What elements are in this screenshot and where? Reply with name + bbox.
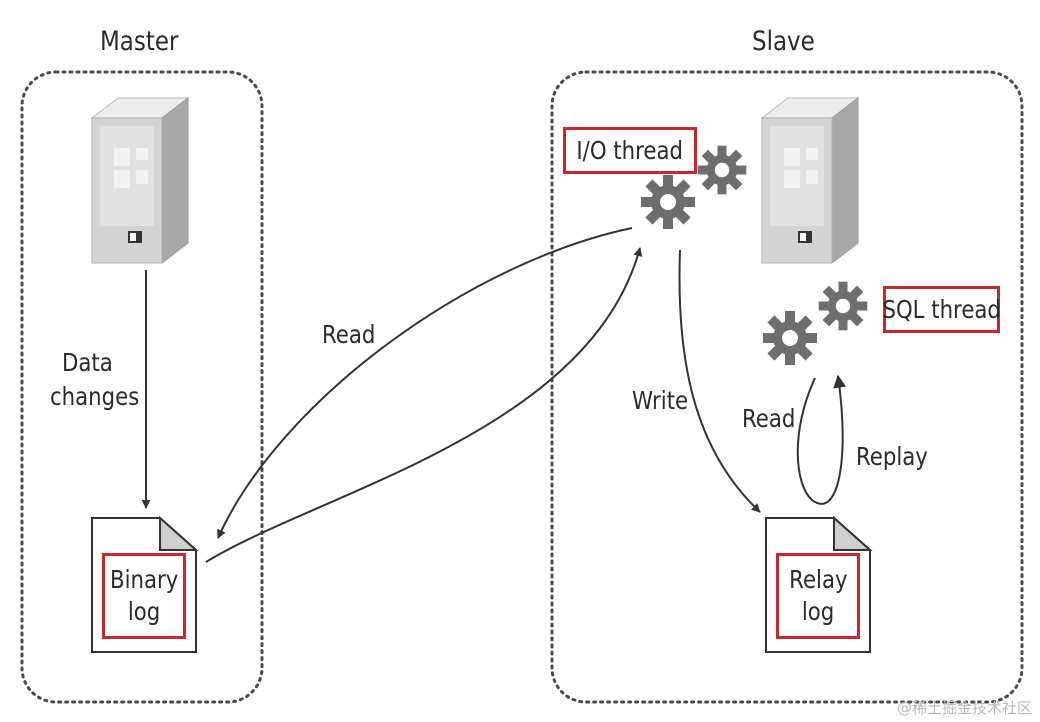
io-gear-icon-small bbox=[697, 145, 747, 195]
relay-log-label-line1: Relay bbox=[788, 565, 848, 594]
sql-thread-label: SQL thread bbox=[882, 295, 1001, 324]
binary-log-label-line2: log bbox=[127, 597, 161, 626]
read-label-master: Read bbox=[322, 320, 376, 349]
sql-gear-icon-small bbox=[818, 281, 868, 331]
slave-server-icon bbox=[761, 97, 859, 264]
read-request-arrow bbox=[217, 227, 633, 539]
sql-thread-box: SQL thread bbox=[882, 286, 1001, 333]
replay-label: Replay bbox=[856, 442, 928, 471]
slave-container bbox=[550, 70, 1024, 704]
read-label-slave: Read bbox=[742, 404, 796, 433]
binary-log-box: Binary log bbox=[102, 553, 186, 639]
io-gear-icon-large bbox=[641, 175, 695, 229]
data-changes-label-line2: changes bbox=[50, 382, 140, 411]
data-changes-label-line1: Data bbox=[62, 348, 113, 377]
master-server-icon bbox=[91, 97, 189, 264]
slave-heading: Slave bbox=[752, 26, 815, 57]
master-heading: Master bbox=[100, 26, 179, 57]
write-arrow bbox=[678, 249, 761, 513]
sql-gear-icon-large bbox=[763, 311, 817, 365]
replay-loop-arrow bbox=[796, 374, 847, 505]
read-response-arrow bbox=[205, 247, 643, 563]
relay-log-label-line2: log bbox=[801, 597, 835, 626]
io-thread-label: I/O thread bbox=[576, 136, 684, 165]
io-thread-box: I/O thread bbox=[563, 127, 697, 174]
watermark: @稀土掘金技术社区 bbox=[896, 699, 1032, 717]
relay-log-box: Relay log bbox=[776, 553, 860, 639]
master-container bbox=[20, 70, 264, 704]
binary-log-label-line1: Binary bbox=[109, 565, 179, 594]
write-label: Write bbox=[632, 386, 689, 415]
